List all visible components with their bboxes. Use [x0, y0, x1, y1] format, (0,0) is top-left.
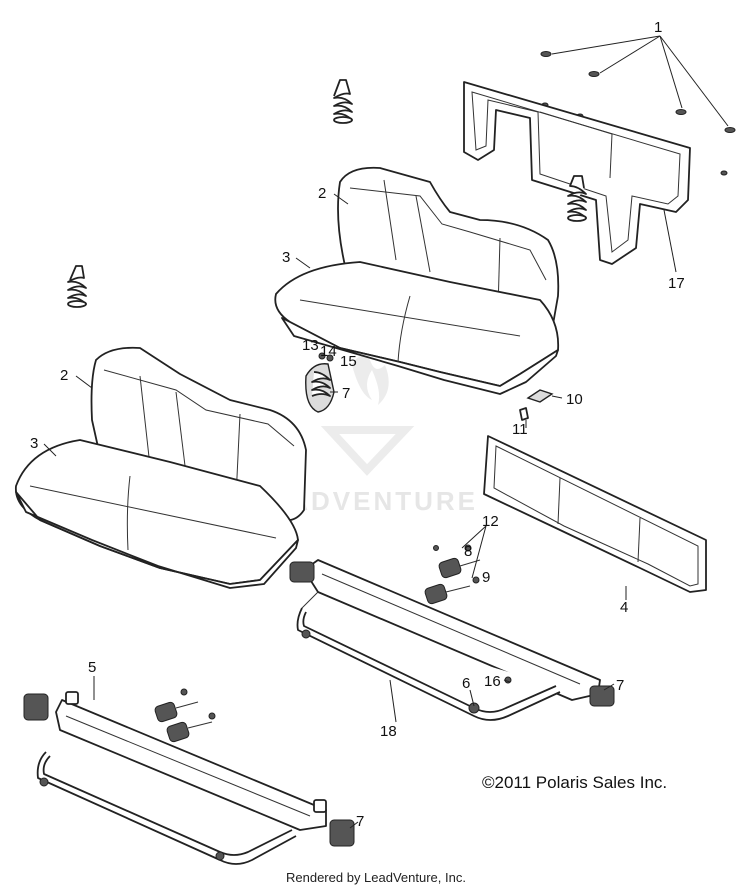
callout-13: 13 — [302, 337, 319, 354]
callout-3-upper: 3 — [282, 249, 290, 266]
spring-upper-left — [333, 79, 353, 124]
seat-cushion-upper — [274, 261, 560, 395]
callout-15: 15 — [340, 353, 357, 370]
seat-belt-buckles-upper — [424, 544, 481, 605]
callout-10: 10 — [566, 391, 583, 408]
callout-7-right: 7 — [616, 677, 624, 694]
seat-frame-lower — [23, 691, 355, 865]
callout-2-upper: 2 — [318, 185, 326, 202]
spring-left — [67, 265, 87, 308]
copyright-notice: ©2011 Polaris Sales Inc. — [482, 773, 667, 792]
seat-back-lower — [90, 346, 307, 522]
spring-upper-right — [567, 175, 587, 222]
callouts: 1 2 3 17 13 14 15 7 2 3 10 11 4 12 8 9 5… — [30, 19, 685, 830]
callout-9: 9 — [482, 569, 490, 586]
watermark-flame-icon — [352, 356, 389, 405]
callout-8: 8 — [464, 543, 472, 560]
seat-belt-buckles-lower — [154, 688, 216, 743]
callout-18: 18 — [380, 723, 397, 740]
watermark-v-icon — [320, 426, 415, 476]
seat-frame-upper — [289, 559, 615, 721]
seat-cushion-lower — [15, 439, 299, 589]
callout-1: 1 — [654, 19, 662, 36]
callout-4: 4 — [620, 599, 628, 616]
callout-7-bottom: 7 — [356, 813, 364, 830]
callout-7-spring: 7 — [342, 385, 350, 402]
callout-16: 16 — [484, 673, 501, 690]
seat-base-panel — [483, 435, 707, 593]
callout-3-lower: 3 — [30, 435, 38, 452]
seat-back-panel-upper — [463, 81, 691, 265]
callout-11: 11 — [512, 421, 528, 438]
callout-17: 17 — [668, 275, 685, 292]
callout-14: 14 — [320, 343, 337, 360]
callout-12: 12 — [482, 513, 499, 530]
leader-lines — [43, 193, 677, 829]
callout-2-lower: 2 — [60, 367, 68, 384]
render-credit: Rendered by LeadVenture, Inc. — [286, 870, 466, 885]
leader-lines-1 — [551, 35, 729, 127]
callout-5: 5 — [88, 659, 96, 676]
callout-6: 6 — [462, 675, 470, 692]
clip-part — [519, 389, 554, 421]
spring-assembly-small — [305, 352, 335, 413]
leader-lines-12 — [461, 525, 487, 579]
